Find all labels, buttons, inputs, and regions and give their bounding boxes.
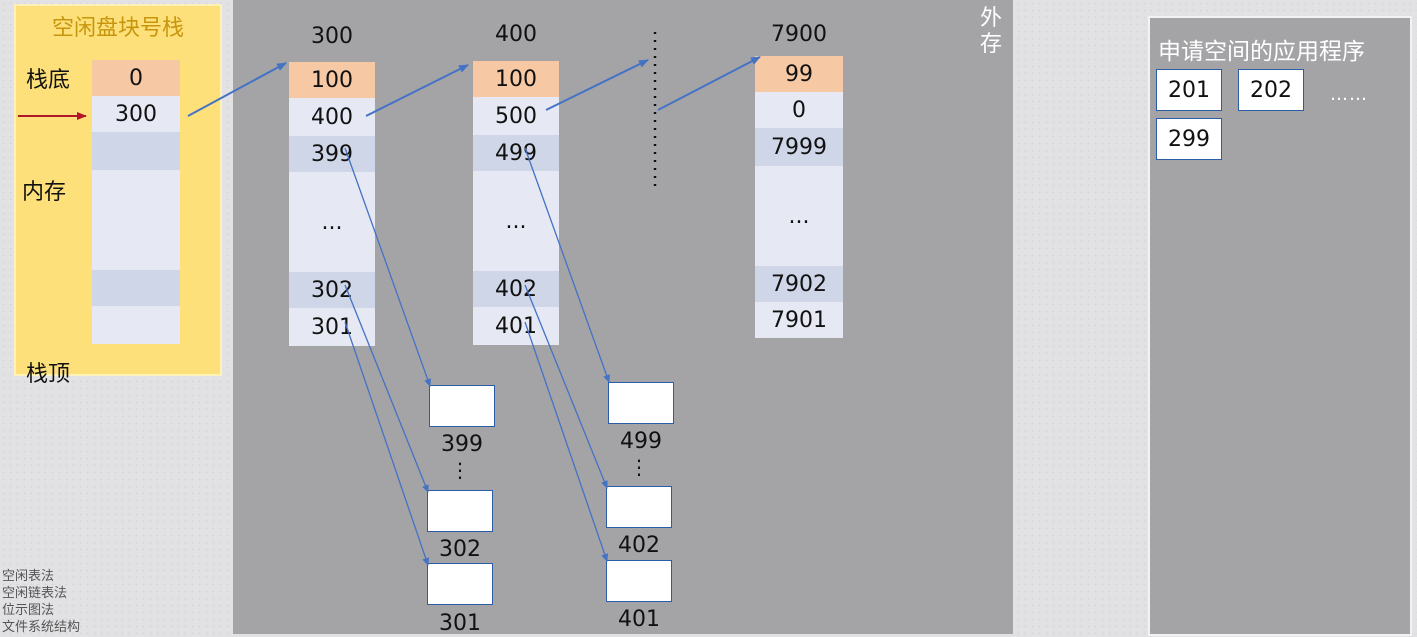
external-storage-label: 外存 <box>979 6 1002 57</box>
group-head-label: 7900 <box>771 22 827 47</box>
stack-cell: 300 <box>92 96 180 132</box>
nav-item-free-table[interactable]: 空闲表法 <box>2 569 55 584</box>
group-cell: 301 <box>289 308 375 346</box>
group-cell: 100 <box>473 61 559 97</box>
stack-cell <box>92 132 180 170</box>
stack-column: 0 300 <box>92 60 180 344</box>
nav-item-fs-structure[interactable]: 文件系统结构 <box>2 620 81 635</box>
group-cell: 500 <box>473 97 559 135</box>
group-cell: 0 <box>755 92 843 128</box>
group-link-arrow <box>365 64 469 117</box>
block-arrow <box>344 321 430 566</box>
disk-block <box>427 563 493 605</box>
group-link-arrow <box>187 62 287 117</box>
stack-bottom-label: 栈底 <box>26 68 71 93</box>
group-cell: 7999 <box>755 128 843 166</box>
allocated-block: 201 <box>1156 69 1222 111</box>
group-cell: 302 <box>289 272 375 308</box>
group-cell: 400 <box>289 98 375 136</box>
group-cell: ... <box>289 172 375 272</box>
stack-cell: 0 <box>92 60 180 96</box>
group-cell: 7901 <box>755 302 843 338</box>
disk-block-label: 399 <box>441 432 483 457</box>
block-arrow <box>524 321 609 562</box>
group-head-label: 300 <box>311 24 353 49</box>
disk-block-label: 301 <box>439 611 481 636</box>
group-cell: 7902 <box>755 266 843 302</box>
block-arrow <box>344 147 431 387</box>
disk-block <box>606 486 672 528</box>
disk-group-column: 99 0 7999 ... 7902 7901 <box>755 56 843 338</box>
disk-block-label: 499 <box>620 429 662 454</box>
block-arrow <box>524 284 608 489</box>
block-arrow <box>344 284 429 493</box>
disk-block-label: 302 <box>439 537 481 562</box>
disk-block-label: 401 <box>618 607 660 632</box>
group-link-arrow <box>657 56 761 111</box>
group-cell: 399 <box>289 136 375 172</box>
nav-item-free-list[interactable]: 空闲链表法 <box>2 586 68 601</box>
disk-block-label: 402 <box>618 533 660 558</box>
group-cell: 401 <box>473 307 559 345</box>
allocated-block: 299 <box>1156 118 1222 160</box>
block-arrow <box>524 147 610 383</box>
stack-cell <box>92 170 180 270</box>
nav-item-bitmap[interactable]: 位示图法 <box>2 603 55 618</box>
stack-cell <box>92 270 180 306</box>
disk-group-column: 100 400 399 ... 302 301 <box>289 62 375 346</box>
disk-block <box>608 382 674 424</box>
group-head-label: 400 <box>495 22 537 47</box>
navigation-list: 空闲表法 空闲链表法 位示图法 文件系统结构 <box>2 568 80 636</box>
stack-cell <box>92 306 180 344</box>
stack-title: 空闲盘块号栈 <box>52 16 185 41</box>
group-cell: 100 <box>289 62 375 98</box>
disk-block <box>427 490 493 532</box>
allocated-block: 202 <box>1238 69 1304 111</box>
allocated-ellipsis: …… <box>1330 84 1368 105</box>
stack-top-label: 栈顶 <box>26 362 71 387</box>
application-panel-title: 申请空间的应用程序 <box>1158 39 1365 65</box>
group-cell: 499 <box>473 135 559 171</box>
group-cell: ... <box>755 166 843 266</box>
group-link-arrow <box>545 59 649 111</box>
group-cell: 99 <box>755 56 843 92</box>
disk-block <box>429 385 495 427</box>
disk-block <box>606 560 672 602</box>
group-cell: ... <box>473 171 559 271</box>
